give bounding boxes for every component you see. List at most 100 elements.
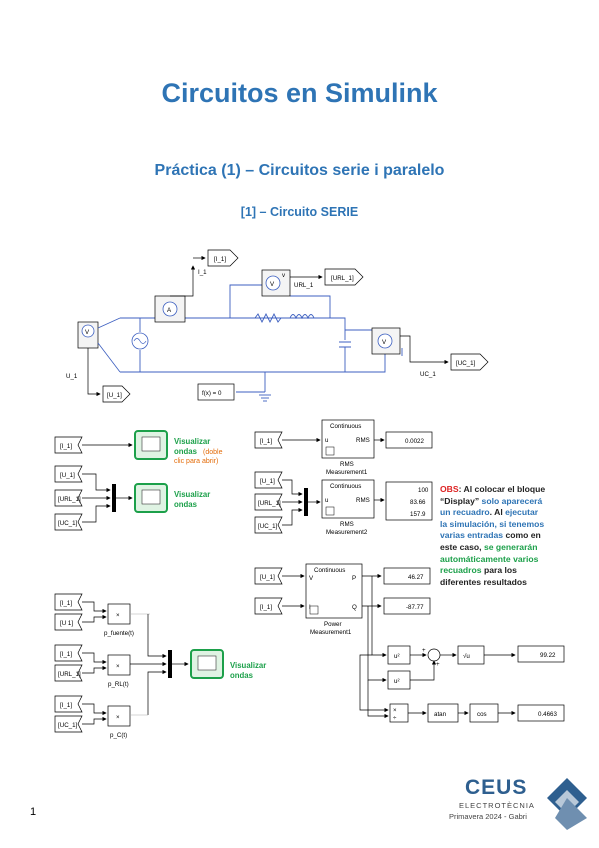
svg-text:[I_1]: [I_1] [260,604,272,611]
product-block-2[interactable] [107,654,131,676]
display-q [383,597,431,615]
svg-text:[UC_1]: [UC_1] [258,523,278,530]
from-u1[interactable] [254,567,283,585]
svg-text:V: V [270,281,275,288]
page-number: 1 [30,806,37,818]
svg-text:[UC_1]: [UC_1] [58,722,78,729]
svg-text:83.66: 83.66 [410,499,426,506]
svg-text:+: + [436,661,440,668]
svg-text:Measurement1: Measurement1 [310,629,352,636]
from-uc1[interactable] [254,516,283,534]
svg-text:[U_1]: [U_1] [260,478,275,485]
from-u1[interactable] [54,465,83,483]
svg-text:99.22: 99.22 [540,652,556,659]
display-rms1 [385,431,433,449]
rms-measurement-1: [I_1] Continuous u RMS RMS Measurement1 … [254,419,433,476]
svg-text:A: A [167,307,172,314]
from-u1[interactable] [254,471,283,489]
svg-text:[I_1]: [I_1] [60,443,72,450]
instant-power-section: [I_1] [U 1] × p_fuente(t) [I_1] [URL_1] … [54,593,266,739]
from-i1[interactable] [54,436,83,454]
svg-text:√u: √u [463,653,470,660]
from-i1[interactable] [54,644,83,662]
inductor-icon[interactable] [289,314,315,320]
mux-block[interactable] [168,650,172,678]
svg-text:Measurement1: Measurement1 [326,469,368,476]
svg-text:V: V [85,329,90,336]
svg-text:atan: atan [434,711,447,718]
sum-block[interactable] [427,648,441,662]
from-i1[interactable] [254,431,283,449]
svg-text:RMS: RMS [356,437,370,444]
svg-text:RMS: RMS [340,521,354,528]
svg-text:Measurement2: Measurement2 [326,529,368,536]
svg-text:[U 1]: [U 1] [60,620,73,627]
svg-text:[UC_1]: [UC_1] [58,520,78,527]
svg-text:RMS: RMS [340,461,354,468]
page-title: Circuitos en Simulink [161,78,438,108]
goto-uc1[interactable] [450,353,489,371]
ammeter-icon [162,301,178,317]
svg-text:100: 100 [418,487,429,494]
goto-i1[interactable] [207,249,239,267]
rms-measurement-2: [U_1] [URL_1] [UC_1] Continuous u RMS RM… [254,471,433,536]
svg-text:[URL_1]: [URL_1] [58,671,81,678]
svg-text:clic para abrir): clic para abrir) [174,458,218,465]
svg-text:[I_1]: [I_1] [60,651,72,658]
sqrt-block[interactable] [457,645,485,665]
from-i1[interactable] [54,593,83,611]
from-url1[interactable] [54,489,83,507]
mux-block[interactable] [112,484,116,512]
goto-url1[interactable] [324,268,364,286]
svg-text:P: P [352,575,356,582]
svg-text:+: + [422,647,426,654]
from-i1[interactable] [54,695,83,713]
from-i1[interactable] [254,597,283,615]
ceus-logo: CEUS ELECTROTÈCNIA Primavera 2024 - Gabr… [431,776,591,836]
display-p [383,567,431,585]
from-uc1[interactable] [54,715,83,733]
from-url1[interactable] [254,493,283,511]
svg-text:u²: u² [394,653,400,660]
svg-text:p_C(t): p_C(t) [110,732,127,739]
from-uc1[interactable] [54,513,83,531]
goto-u1[interactable] [102,385,131,403]
label-uc1: UC_1 [420,371,436,378]
ground-icon [259,394,271,402]
svg-text:÷: ÷ [393,715,397,722]
display-s [517,645,565,663]
svg-text:u: u [325,437,329,444]
logo-diamond-icon [547,778,587,830]
svg-text:ondas: ondas [174,447,198,456]
svg-text:[UC_1]: [UC_1] [456,360,476,367]
product-block-3[interactable] [107,705,131,727]
svg-text:×: × [116,714,120,721]
svg-text:[I_1]: [I_1] [60,702,72,709]
solver-config-block[interactable] [197,383,235,401]
svg-text:46.27: 46.27 [408,574,424,581]
svg-text:[U_1]: [U_1] [260,574,275,581]
from-u1[interactable] [54,613,83,631]
voltmeter-icon [81,324,95,338]
svg-text:ondas: ondas [174,500,198,509]
svg-text:[I_1]: [I_1] [60,600,72,607]
svg-text:cos: cos [477,711,487,718]
scope-icon [197,655,217,671]
logo-brand: CEUS [465,776,528,799]
svg-text:0.0022: 0.0022 [405,438,424,445]
svg-text:[URL_1]: [URL_1] [58,496,81,503]
power-measurement: [U_1] [I_1] Continuous V I P Q Power Mea… [254,563,565,723]
mux-block[interactable] [304,488,308,516]
svg-text:RMS: RMS [356,497,370,504]
resistor-icon[interactable] [254,312,282,324]
svg-text:Power: Power [324,621,342,628]
svg-text:f(x) = 0: f(x) = 0 [202,390,222,397]
obs-note: OBS: Al colocar el bloque“Display” solo … [440,484,546,587]
from-url1[interactable] [54,664,83,682]
svg-text:-87.77: -87.77 [406,604,424,611]
svg-text:[U_1]: [U_1] [60,472,75,479]
svg-text:×: × [116,612,120,619]
svg-text:u²: u² [394,678,400,685]
svg-text:[URL_1]: [URL_1] [331,275,354,282]
